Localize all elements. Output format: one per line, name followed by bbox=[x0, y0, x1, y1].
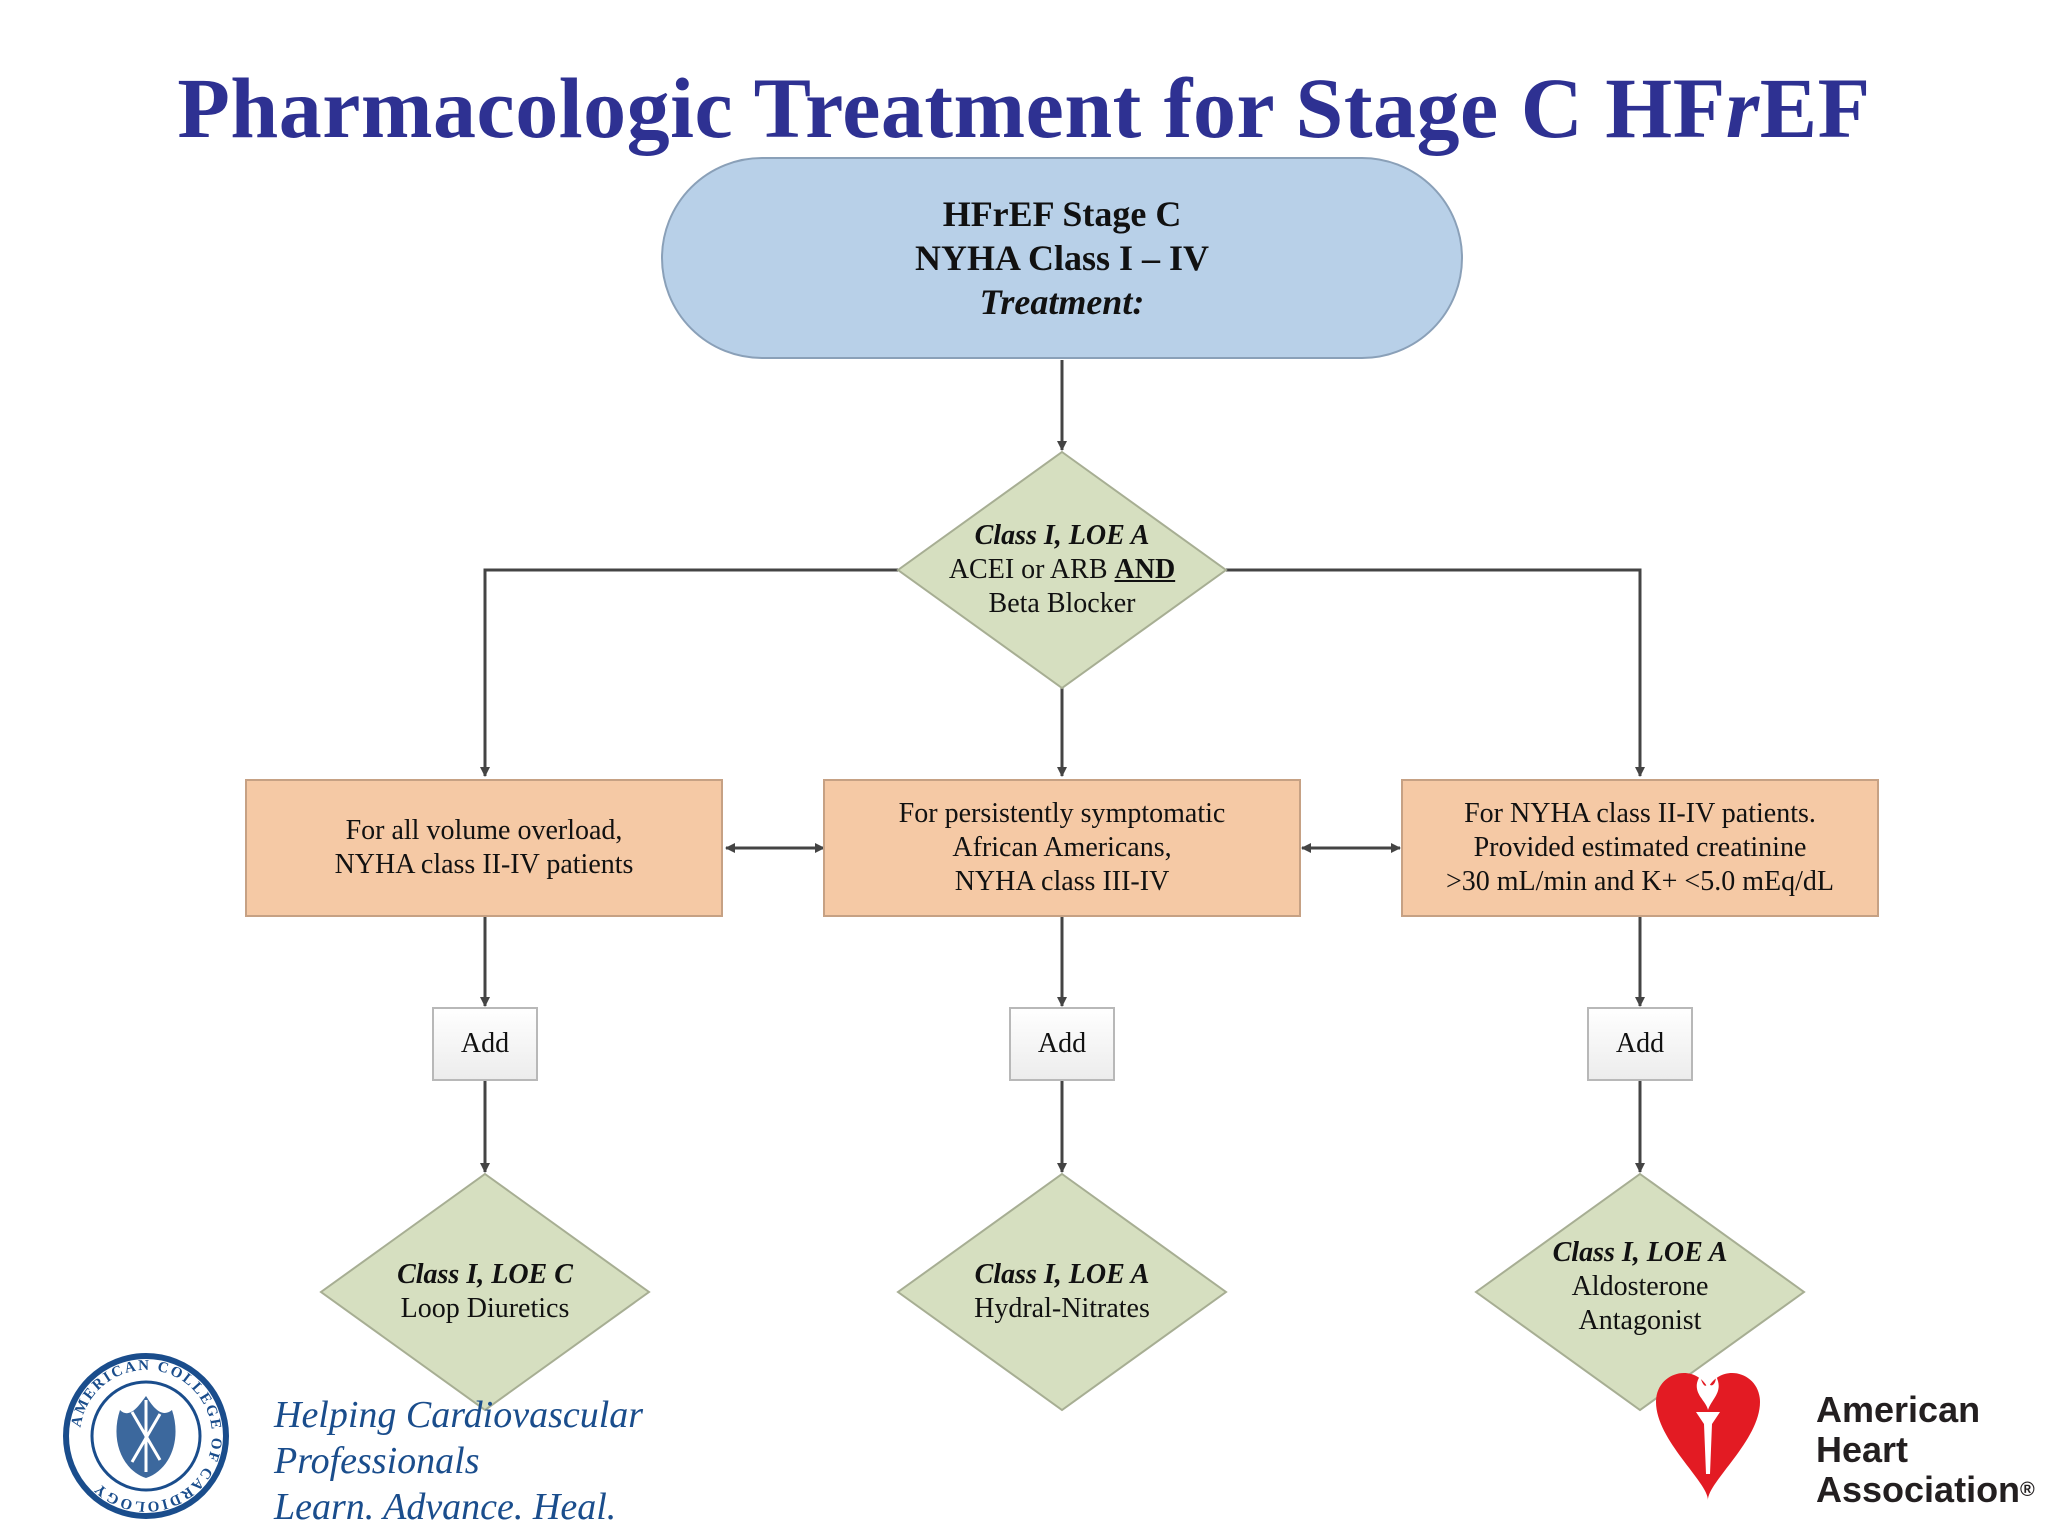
criteria-box-left: For all volume overload, NYHA class II-I… bbox=[246, 780, 722, 916]
final-decision-aldosterone: Class I, LOE A Aldosterone Antagonist bbox=[1476, 1174, 1804, 1410]
aha-wordmark: American Heart Association® bbox=[1816, 1390, 2035, 1510]
arrow-decision-to-right bbox=[1226, 568, 1645, 777]
criteria-right-line: Provided estimated creatinine bbox=[1473, 832, 1807, 863]
aha-line-2: Heart bbox=[1816, 1429, 1909, 1470]
box-center-shape bbox=[823, 779, 1301, 917]
first-decision: Class I, LOE A ACEI or ARB AND Beta Bloc… bbox=[898, 452, 1226, 688]
add-center-shape bbox=[1009, 1007, 1115, 1081]
final-decision-hydral-nitrates: Class I, LOE A Hydral-Nitrates bbox=[898, 1174, 1226, 1410]
final-left-class: Class I, LOE C bbox=[397, 1259, 573, 1290]
final-decision-loop-diuretics: Class I, LOE C Loop Diuretics bbox=[321, 1174, 649, 1410]
acc-tagline-line-2: Learn. Advance. Heal. bbox=[274, 1486, 617, 1528]
criteria-box-right: For NYHA class II-IV patients. Provided … bbox=[1402, 780, 1878, 916]
aha-line-3: Association® bbox=[1816, 1469, 2035, 1510]
final-right-shape bbox=[1474, 1172, 1806, 1412]
add-box-right: Add bbox=[1615, 1028, 1665, 1059]
criteria-right-line: For NYHA class II-IV patients. bbox=[1464, 798, 1816, 829]
first-decision-shape bbox=[896, 450, 1228, 690]
criteria-right-line: >30 mL/min and K+ <5.0 mEq/dL bbox=[1445, 866, 1834, 897]
final-left-line: Loop Diuretics bbox=[400, 1293, 570, 1324]
connectors bbox=[480, 360, 1645, 1173]
add-box-left: Add bbox=[460, 1028, 510, 1059]
add-right-shape bbox=[1587, 1007, 1693, 1081]
start-line-1: HFrEF Stage C bbox=[942, 194, 1182, 234]
criteria-center-line: African Americans, bbox=[952, 832, 1172, 863]
add-left-shape bbox=[432, 1007, 538, 1081]
first-decision-line-3: Beta Blocker bbox=[988, 588, 1136, 619]
criteria-left-line: For all volume overload, bbox=[345, 815, 623, 846]
arrow-decision-to-left bbox=[480, 568, 898, 777]
start-terminal: HFrEF Stage C NYHA Class I – IV Treatmen… bbox=[662, 158, 1462, 358]
criteria-left-line: NYHA class II-IV patients bbox=[334, 849, 634, 880]
final-center-class: Class I, LOE A bbox=[974, 1259, 1150, 1290]
criteria-box-center: For persistently symptomatic African Ame… bbox=[824, 780, 1300, 916]
aha-heart-torch-logo bbox=[1656, 1373, 1760, 1500]
criteria-center-line: NYHA class III-IV bbox=[954, 866, 1170, 897]
add-box-center: Add bbox=[1037, 1028, 1087, 1059]
acc-tagline-line-1: Helping Cardiovascular Professionals bbox=[274, 1394, 644, 1482]
page-title: Pharmacologic Treatment for Stage C HFrE… bbox=[177, 60, 1871, 156]
first-decision-line-2: ACEI or ARB AND bbox=[948, 554, 1176, 585]
final-center-line: Hydral-Nitrates bbox=[974, 1293, 1150, 1324]
box-right-shape bbox=[1401, 779, 1879, 917]
final-left-shape bbox=[319, 1172, 651, 1412]
final-right-line: Aldosterone bbox=[1571, 1271, 1709, 1302]
start-line-2: NYHA Class I – IV bbox=[914, 238, 1210, 278]
first-decision-class: Class I, LOE A bbox=[974, 520, 1150, 551]
final-right-line: Antagonist bbox=[1578, 1305, 1702, 1336]
final-right-class: Class I, LOE A bbox=[1552, 1237, 1728, 1268]
start-terminal-shape bbox=[661, 157, 1463, 359]
aha-line-1: American bbox=[1816, 1389, 1981, 1430]
acc-tagline: Helping Cardiovascular Professionals Lea… bbox=[274, 1392, 794, 1530]
acc-seal-logo: AMERICAN COLLEGE OF CARDIOLOGY bbox=[63, 1353, 229, 1519]
start-line-3: Treatment: bbox=[979, 282, 1145, 322]
final-center-shape bbox=[896, 1172, 1228, 1412]
criteria-center-line: For persistently symptomatic bbox=[898, 798, 1226, 829]
box-left-shape bbox=[245, 779, 723, 917]
